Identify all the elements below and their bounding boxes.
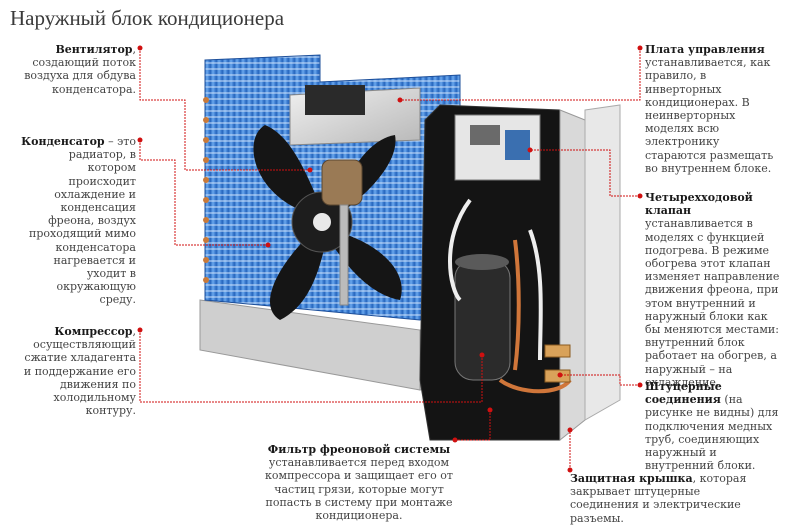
leader-dots (137, 45, 643, 473)
label-fan: Вентилятор, создающий поток воздуха для … (18, 43, 136, 96)
label-condenser-name: Конденсатор (21, 135, 105, 148)
label-valve: Четырехходовой клапан устанавливается в … (645, 191, 785, 389)
pipes (448, 198, 572, 394)
label-cover-name: Защитная крышка (570, 472, 693, 485)
control-board (454, 114, 541, 181)
leader-lines (139, 48, 641, 470)
leader-filter (455, 410, 491, 441)
label-board: Плата управления устанавливается, как пр… (645, 43, 777, 175)
label-compressor-name: Компрессор (54, 325, 133, 338)
label-fan-desc: , создающий поток воздуха для обдува кон… (24, 43, 136, 96)
label-valve-desc: устанавливается в моделях с функцией под… (645, 217, 780, 389)
label-fittings-name: Штуцерные соединения (645, 380, 722, 407)
label-fan-name: Вентилятор (55, 43, 133, 56)
label-filter-name: Фильтр фреоновой системы (267, 443, 451, 456)
label-fittings: Штуцерные соединения (на рисунке не видн… (645, 380, 785, 472)
label-condenser-desc: – это радиатор, в котором происходит охл… (29, 135, 136, 307)
leader-fan (139, 48, 310, 171)
page-title: Наружный блок кондиционера (10, 6, 285, 30)
compressor-body (454, 254, 511, 381)
leader-condenser (139, 140, 268, 246)
label-filter-desc: устанавливается перед входом компрессора… (265, 456, 453, 523)
leader-valve (530, 149, 640, 197)
label-condenser: Конденсатор – это радиатор, в котором пр… (20, 135, 136, 307)
label-valve-name: Четырехходовой клапан (645, 191, 753, 218)
label-board-desc: устанавливается, как правило, в инвертор… (645, 56, 774, 175)
label-filter: Фильтр фреоновой системы устанавливается… (262, 443, 456, 522)
leader-compressor (139, 330, 483, 403)
leader-board (400, 48, 641, 101)
side-panel (584, 104, 621, 421)
label-cover-desc: , которая закрывает штуцерные соединения… (570, 472, 747, 525)
label-board-name: Плата управления (645, 43, 765, 56)
label-fittings-desc: (на рисунке не видны) для подключения ме… (645, 393, 779, 473)
label-compressor: Компрессор, осуществляющий сжатие хладаг… (20, 325, 136, 417)
fan-motor (321, 159, 363, 306)
leader-fittings (560, 374, 640, 386)
label-cover: Защитная крышка, которая закрывает штуце… (570, 472, 750, 525)
board-heatsink (305, 85, 365, 115)
label-compressor-desc: , осуществляющий сжатие хладагента и под… (23, 325, 136, 418)
fitting-valves (544, 344, 571, 383)
